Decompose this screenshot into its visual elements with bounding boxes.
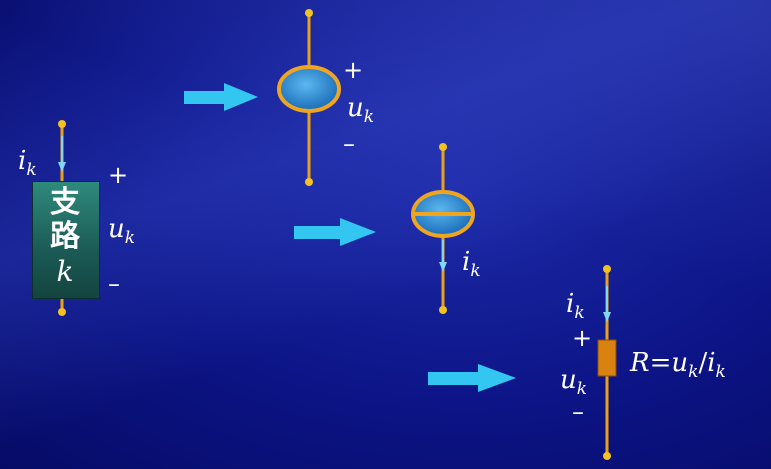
voltage-source-minus-sign: – [343,130,355,158]
branch-minus-sign: – [108,270,120,298]
resistor-minus-sign: – [572,398,584,426]
transform-arrow-3 [428,364,516,392]
resistor-current-arrow-head [603,312,611,322]
resistor-symbol [597,339,617,377]
branch-bottom-node [58,308,66,316]
transform-arrow-1 [184,83,258,111]
branch-current-arrow-head [58,162,66,172]
voltage-source-label: uk [347,93,375,127]
branch-top-node [58,120,66,128]
branch-char-2: 路 [50,219,80,254]
current-source-arrow-head [439,262,447,272]
voltage-source [277,9,341,186]
voltage-source-symbol [277,65,341,113]
resistance-formula: R=uk/ik [630,348,726,382]
resistor-current-label: ik [566,289,585,323]
voltage-source-plus-sign: + [343,56,364,84]
current-source [411,143,475,314]
transform-arrow-2 [294,218,376,246]
branch-voltage-label: uk [108,214,136,248]
resistor-plus-sign: + [572,324,593,352]
resistor-element [597,265,617,460]
branch-char-1: 支 [50,185,80,220]
current-source-label: ik [462,247,481,281]
branch-current-label: ik [18,146,37,180]
resistor-voltage-label: uk [560,365,588,399]
branch-plus-sign: + [108,161,129,189]
branch-k-label: k [56,255,74,288]
branch-box [32,181,100,299]
